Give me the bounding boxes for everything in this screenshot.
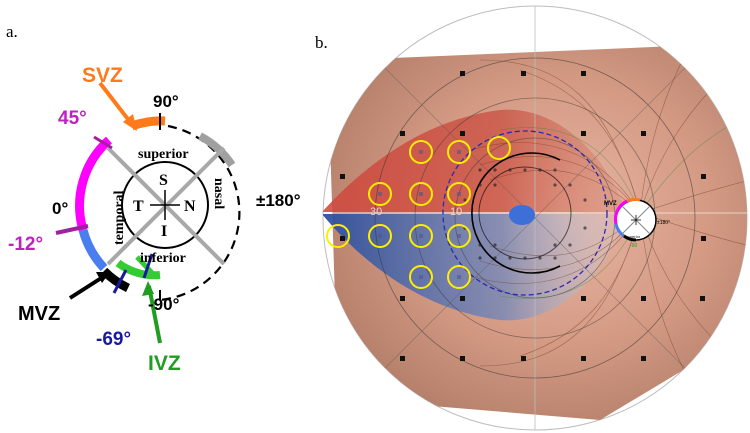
fundus-image: 30 10 MVZ superior ±180° -90 [323, 6, 747, 430]
angle-minus69-label: -69° [96, 329, 131, 350]
tick-minus69 [112, 269, 128, 294]
superior-fan [323, 109, 625, 212]
panel-b-label: b. [315, 33, 328, 52]
ivz-tick [135, 255, 157, 278]
ivz-arc [115, 259, 161, 280]
svz-arrow-head [123, 114, 137, 131]
panel-b: b. [315, 5, 748, 431]
quadrant-i: I [161, 223, 167, 240]
tick-minus69b [142, 253, 154, 279]
test-point-grid [340, 71, 706, 361]
inset-magenta-arc [613, 199, 628, 225]
angle-90-label: 90° [153, 92, 179, 111]
inset-black-arc [623, 234, 637, 242]
angle-minus12-label: -12° [8, 234, 43, 255]
svz-label: SVZ [82, 64, 123, 87]
ivz-label: IVZ [148, 352, 181, 375]
superior-label: superior [138, 147, 189, 162]
angle-0-label: 0° [52, 199, 68, 218]
yellow-marker-centers [378, 150, 461, 279]
gray-zone-arc [198, 132, 236, 168]
diag-line-2 [106, 146, 226, 266]
quadrant-t: T [133, 198, 144, 215]
quadrant-s: S [159, 172, 168, 189]
diag-grid-1 [384, 67, 686, 369]
fovea-arc [471, 152, 561, 274]
angle-180-label: ±180° [256, 191, 301, 210]
inferior-fan [323, 214, 625, 321]
quadrant-circle [121, 161, 209, 249]
inset-mvz-label: MVZ [604, 201, 617, 207]
mvz-arrow-head [96, 272, 110, 283]
inset-superior-label: superior [627, 234, 641, 239]
ivz-arrow-head [142, 281, 154, 296]
polar-ring-2 [374, 57, 696, 379]
mvz-label: MVZ [18, 303, 60, 325]
grid-label-30: 30 [370, 206, 382, 218]
yellow-markers [326, 136, 511, 289]
inferior-label: inferior [140, 251, 186, 266]
nasal-label: nasal [211, 178, 226, 209]
optic-disc-inset: MVZ superior ±180° -90 [604, 197, 670, 249]
angle-45-label: 45° [58, 108, 87, 129]
panel-a-label: a. [6, 22, 18, 41]
angle-minus90-label: -90° [148, 295, 180, 314]
magenta-arc [75, 136, 113, 232]
grid-label-10: 10 [450, 206, 462, 218]
diag-grid-2 [384, 67, 686, 369]
inset-blue-arc [614, 223, 625, 238]
blue-arc [78, 228, 108, 272]
inner-test-points [463, 168, 587, 260]
panel-a: a. SVZ 90° 4 [6, 22, 301, 375]
dashed-blue-circle [442, 130, 608, 296]
tick-minus12 [55, 224, 89, 235]
inset-180-label: ±180° [657, 220, 670, 226]
inset-orange-arc [626, 197, 641, 203]
quadrant-n: N [184, 198, 196, 215]
nerve-fiber-bundle [469, 29, 747, 401]
mvz-arc [100, 267, 131, 293]
temporal-label: temporal [112, 190, 127, 245]
inset-90-label: -90 [630, 243, 637, 249]
fovea-spot [509, 205, 535, 225]
tick-45 [93, 135, 113, 150]
ivz-arrow-shaft [147, 285, 162, 344]
